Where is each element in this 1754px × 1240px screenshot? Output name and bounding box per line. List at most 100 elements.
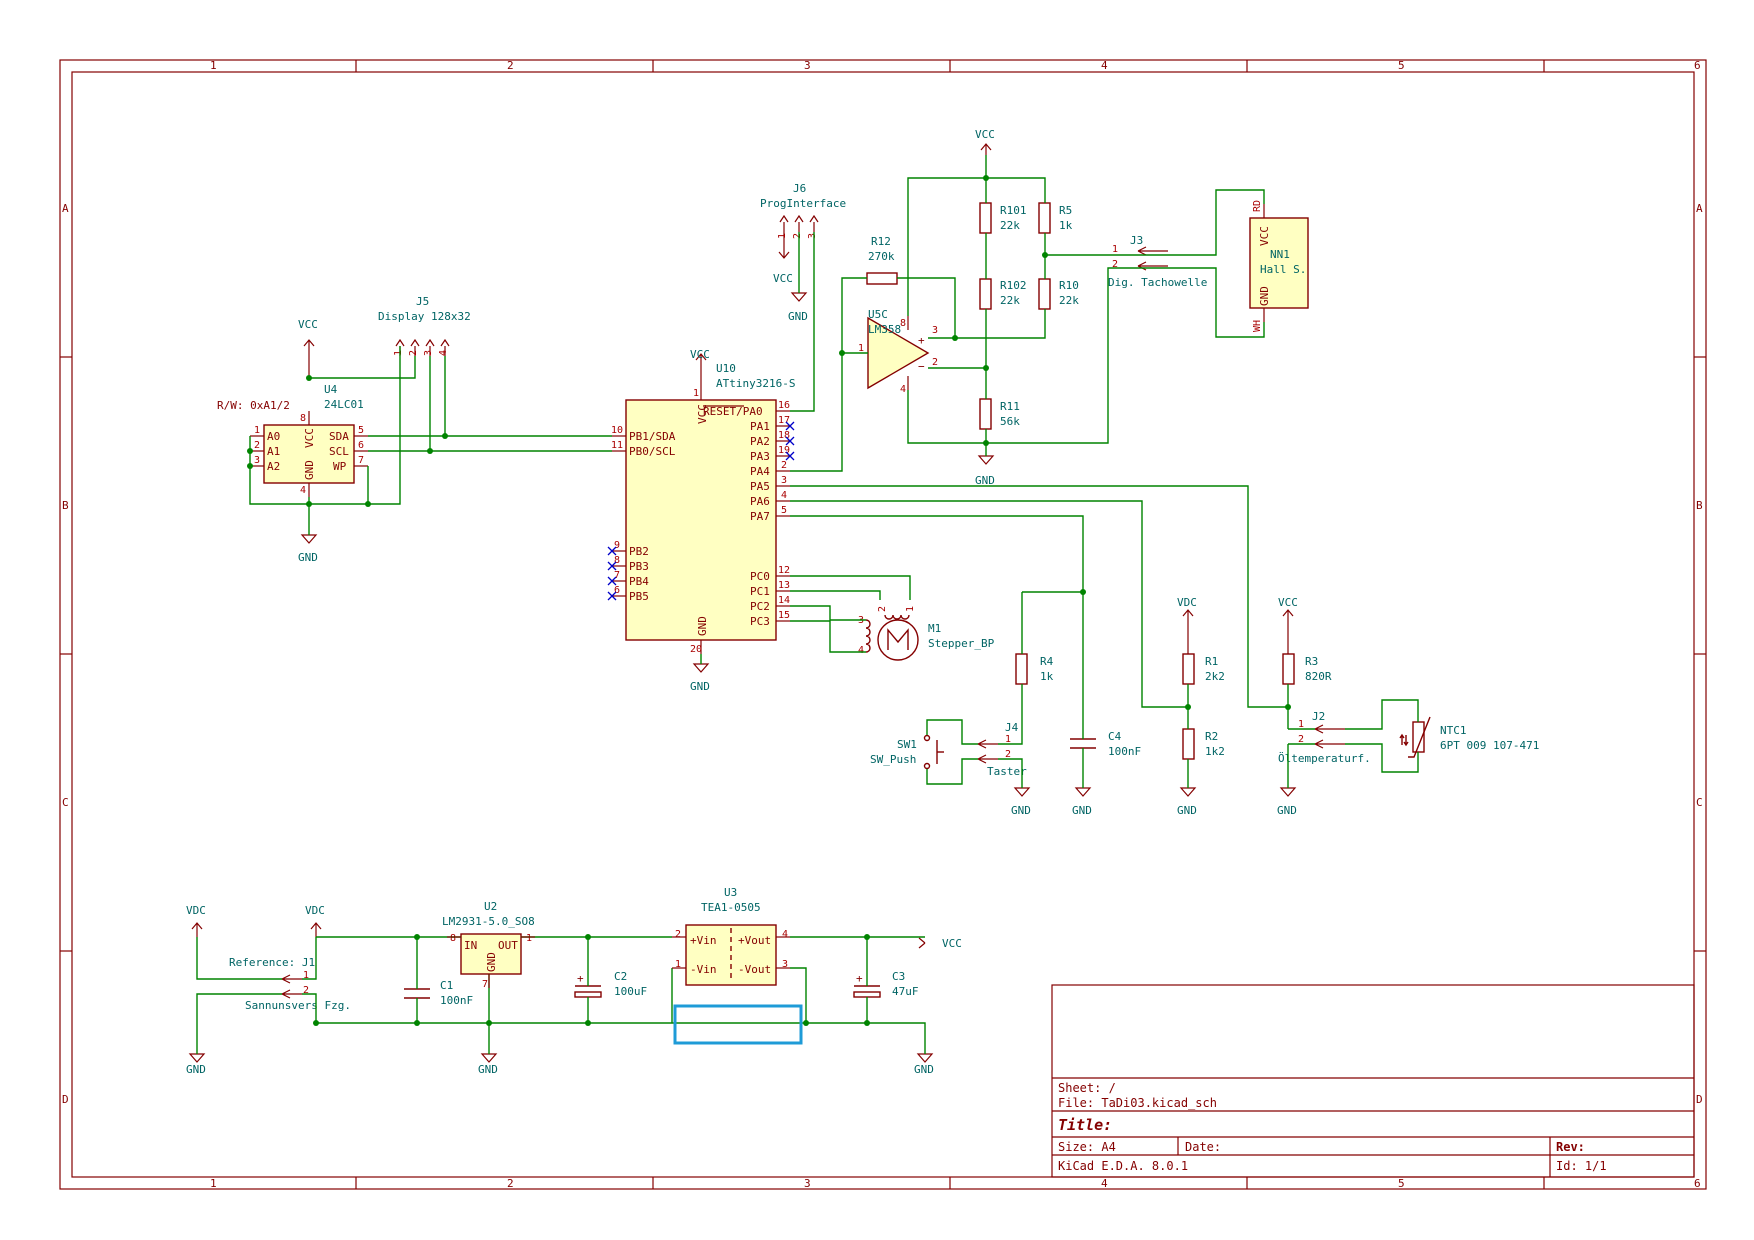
u4-num-wp: 7: [358, 455, 364, 466]
j6-vcc-label: VCC: [773, 272, 793, 285]
row-label-a: A: [62, 202, 69, 215]
c2-capacitor[interactable]: + C2 100uF: [574, 970, 647, 998]
row-label-c: C: [62, 796, 69, 809]
u4-pin-gnd: GND: [303, 460, 316, 480]
r3-resistor[interactable]: R3 820R: [1282, 653, 1332, 685]
selection-highlight[interactable]: [673, 1004, 803, 1045]
u4-num-a2: 3: [254, 455, 260, 466]
u2-gnd-label: GND: [478, 1063, 498, 1076]
r4-resistor[interactable]: R4 1k: [1015, 653, 1054, 685]
junction-dots: [247, 175, 1291, 1026]
r101-resistor[interactable]: R101 22k: [979, 202, 1027, 234]
u10-value: ATtiny3216-S: [716, 377, 795, 390]
m1-num-2: 2: [877, 606, 888, 612]
j5-display-connector[interactable]: J5 Display 128x32 1 2 3 4: [378, 295, 471, 356]
u10-pin-pc2: PC2: [750, 600, 770, 613]
u10-pin-pa6: PA6: [750, 495, 770, 508]
row-label-d-right: D: [1696, 1093, 1703, 1106]
u4-gnd-label: GND: [298, 551, 318, 564]
r11-resistor[interactable]: R11 56k: [979, 398, 1020, 430]
ntc1-thermistor[interactable]: NTC1 6PT 009 107-471: [1399, 716, 1539, 758]
j2-oiltemp-connector[interactable]: J2 Öltemperaturf. 1 2: [1278, 710, 1371, 765]
nn1-pin-gnd: GND: [1258, 286, 1271, 306]
u10-num-18: 18: [778, 430, 790, 441]
opamp-vcc-label: VCC: [975, 128, 995, 141]
title-block-tool: KiCad E.D.A. 8.0.1: [1058, 1159, 1188, 1173]
r5-value: 1k: [1059, 219, 1073, 232]
u3-pin-pvin: +Vin: [690, 934, 717, 947]
col-label-2-bottom: 2: [507, 1177, 514, 1190]
r102-resistor[interactable]: R102 22k: [979, 278, 1027, 310]
col-label-5-bottom: 5: [1398, 1177, 1405, 1190]
j6-num-2: 2: [792, 233, 803, 239]
j4-taster-connector[interactable]: J4 Taster 1 2: [977, 721, 1027, 778]
col-label-2: 2: [507, 59, 514, 72]
col-label-3: 3: [804, 59, 811, 72]
j2-gnd-label: GND: [1277, 804, 1297, 817]
u10-pin-pa4: PA4: [750, 465, 770, 478]
r2-gnd-symbol: GND: [1177, 787, 1197, 817]
u10-pin-pa5: PA5: [750, 480, 770, 493]
ntc1-ref: NTC1: [1440, 724, 1467, 737]
u2-regulator[interactable]: IN OUT GND 8 1 7 U2 LM2931-5.0_SO8: [442, 900, 535, 990]
u5c-value: LM358: [868, 323, 901, 336]
nn1-ref: NN1: [1270, 248, 1290, 261]
nn1-hall-sensor[interactable]: VCC GND RD WH NN1 Hall S.: [1249, 200, 1309, 332]
gnd-ref-label: GND: [186, 1063, 206, 1076]
sw1-ref: SW1: [897, 738, 917, 751]
r1-resistor[interactable]: R1 2k2: [1182, 653, 1225, 685]
u4-eeprom[interactable]: U4 24LC01 A0 A1 A2 SDA SCL WP VCC GND 1 …: [250, 383, 368, 497]
u10-num-8: 8: [614, 555, 620, 566]
j5-value: Display 128x32: [378, 310, 471, 323]
sheet-frame: 1 2 3 4 5 6 1 2 3 4 5 6 A B C D A B C D: [59, 59, 1707, 1190]
j6-prog-connector[interactable]: J6 ProgInterface 1 2 3 VCC: [760, 182, 846, 285]
j4-num-1: 1: [1005, 734, 1011, 745]
j1-num-1: 1: [303, 970, 309, 981]
u10-num-5: 5: [781, 505, 787, 516]
c4-capacitor[interactable]: C4 100nF: [1070, 730, 1141, 758]
j2-gnd-symbol: GND: [1277, 787, 1297, 817]
u5c-opamp[interactable]: + − U5C LM358 1 2 3 8 4: [858, 308, 938, 395]
r5-resistor[interactable]: R5 1k: [1038, 202, 1073, 234]
u4-vcc-label: VCC: [298, 318, 318, 331]
u10-pin-pb4: PB4: [629, 575, 649, 588]
u10-num-15: 15: [778, 610, 790, 621]
u10-pin-pb5: PB5: [629, 590, 649, 603]
r1-vdc-label: VDC: [1177, 596, 1197, 609]
m1-ref: M1: [928, 622, 941, 635]
u10-pin-pa7: PA7: [750, 510, 770, 523]
c1-capacitor[interactable]: C1 100nF: [404, 979, 473, 1007]
j6-num-3: 3: [807, 233, 818, 239]
c3-capacitor[interactable]: + C3 47uF: [853, 970, 919, 998]
u5c-num-vm: 4: [900, 384, 906, 395]
u4-gnd-symbol: GND: [298, 534, 318, 564]
u10-pin-pb2: PB2: [629, 545, 649, 558]
row-label-c-right: C: [1696, 796, 1703, 809]
row-label-b-right: B: [1696, 499, 1703, 512]
u10-attiny3216[interactable]: U10 ATtiny3216-S PB1/SDA PB0/SCL PB2 PB3…: [611, 362, 795, 655]
r12-resistor[interactable]: R12 270k: [866, 235, 898, 285]
u10-pin-pb3: PB3: [629, 560, 649, 573]
c3-plus-sign: +: [856, 972, 863, 985]
vcc-output-symbol: VCC: [918, 937, 962, 950]
j4-value: Taster: [987, 765, 1027, 778]
c4-value: 100nF: [1108, 745, 1141, 758]
col-label-6-bottom: 6: [1694, 1177, 1701, 1190]
j2-value: Öltemperaturf.: [1278, 752, 1371, 765]
j3-tacho-connector[interactable]: J3 Dig. Tachowelle 1 2: [1108, 234, 1207, 289]
r10-resistor[interactable]: R10 22k: [1038, 278, 1079, 310]
c2-plus-sign: +: [577, 972, 584, 985]
r2-resistor[interactable]: R2 1k2: [1182, 728, 1225, 760]
u3-dcdc-converter[interactable]: +Vin -Vin +Vout -Vout 2 1 4 3 U3 TEA1-05…: [675, 886, 788, 986]
u10-vcc-symbol: VCC: [690, 348, 710, 386]
j4-ref: J4: [1005, 721, 1019, 734]
u10-num-4: 4: [781, 490, 787, 501]
sw1-pushbutton[interactable]: SW1 SW_Push: [870, 734, 944, 770]
j6-gnd-label: GND: [788, 310, 808, 323]
j1-reference-connector[interactable]: Reference: J1 Sannunsvers Fzg. 1 2: [229, 956, 351, 1012]
u3-num-pvout: 4: [782, 929, 788, 940]
m1-stepper-motor[interactable]: M1 Stepper_BP 1 2 3 4: [858, 606, 995, 661]
u10-pin-pb1-sda: PB1/SDA: [629, 430, 676, 443]
u4-num-a1: 2: [254, 440, 260, 451]
u2-ref: U2: [484, 900, 497, 913]
